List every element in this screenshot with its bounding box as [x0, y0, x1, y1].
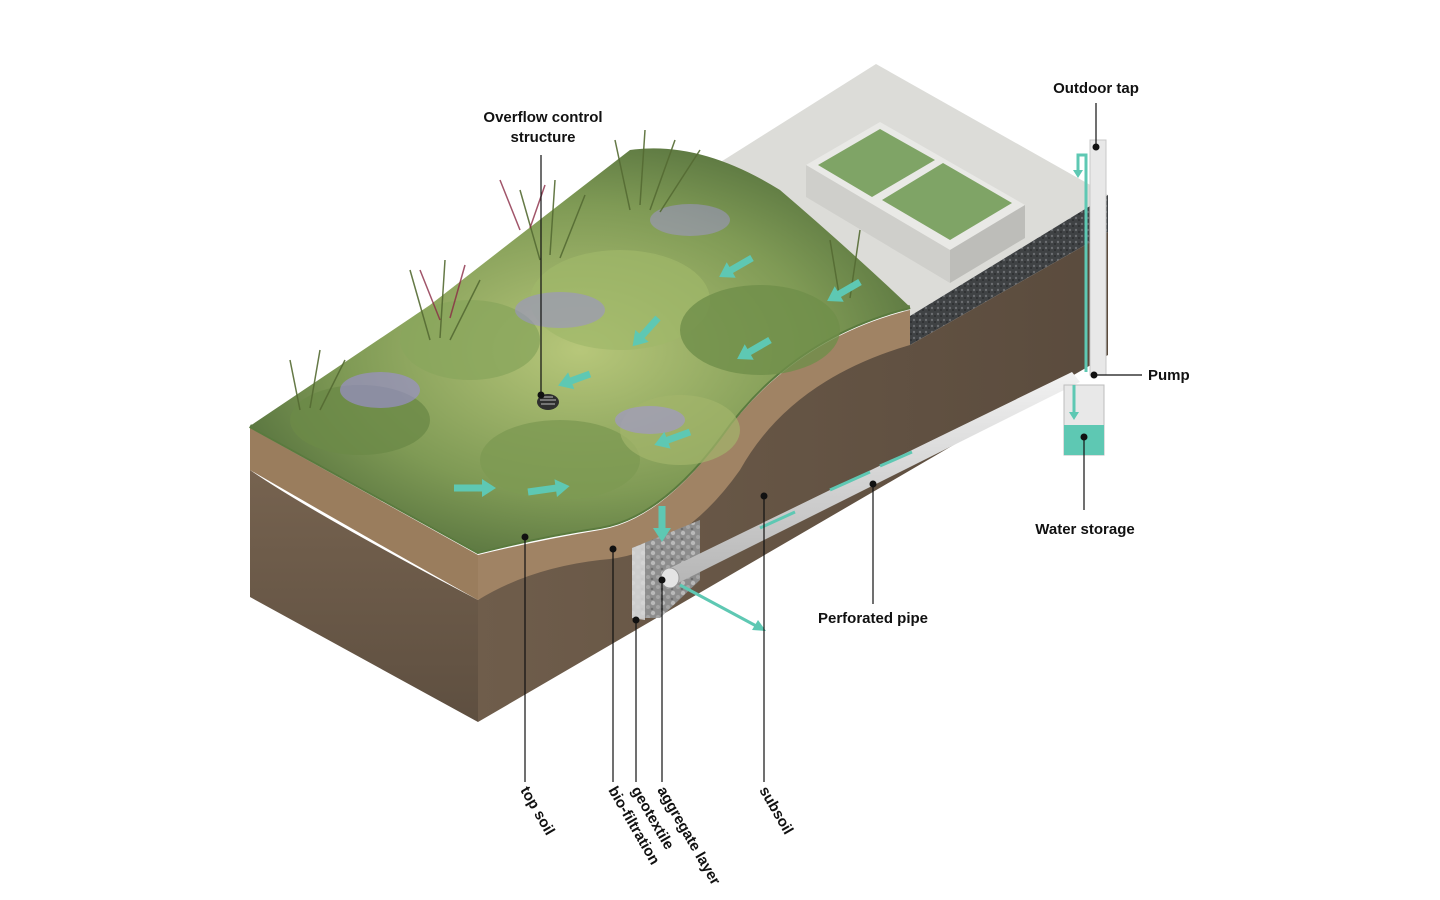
label-subsoil: subsoil	[756, 784, 797, 838]
label-overflow-line2: structure	[510, 129, 575, 146]
vegetation	[289, 129, 861, 500]
planter-box	[806, 122, 1025, 283]
label-top-soil: top soil	[517, 784, 558, 839]
paving-edge	[910, 195, 1108, 345]
topsoil-band-curve	[478, 310, 910, 600]
planting-bed	[250, 148, 910, 553]
label-perforated-pipe: Perforated pipe	[818, 610, 928, 627]
leaders	[521, 103, 1142, 782]
topsoil-band-front	[250, 428, 478, 600]
soil-block-front	[250, 428, 478, 722]
flow-arrows	[454, 254, 862, 542]
perforated-pipe	[666, 372, 1080, 586]
tap-post	[1089, 139, 1107, 376]
label-pump: Pump	[1148, 367, 1190, 384]
label-overflow-line1: Overflow control	[483, 109, 602, 126]
label-outdoor-tap: Outdoor tap	[1053, 80, 1139, 97]
tap-riser-flow	[1076, 153, 1088, 372]
label-water-storage: Water storage	[1035, 521, 1134, 538]
